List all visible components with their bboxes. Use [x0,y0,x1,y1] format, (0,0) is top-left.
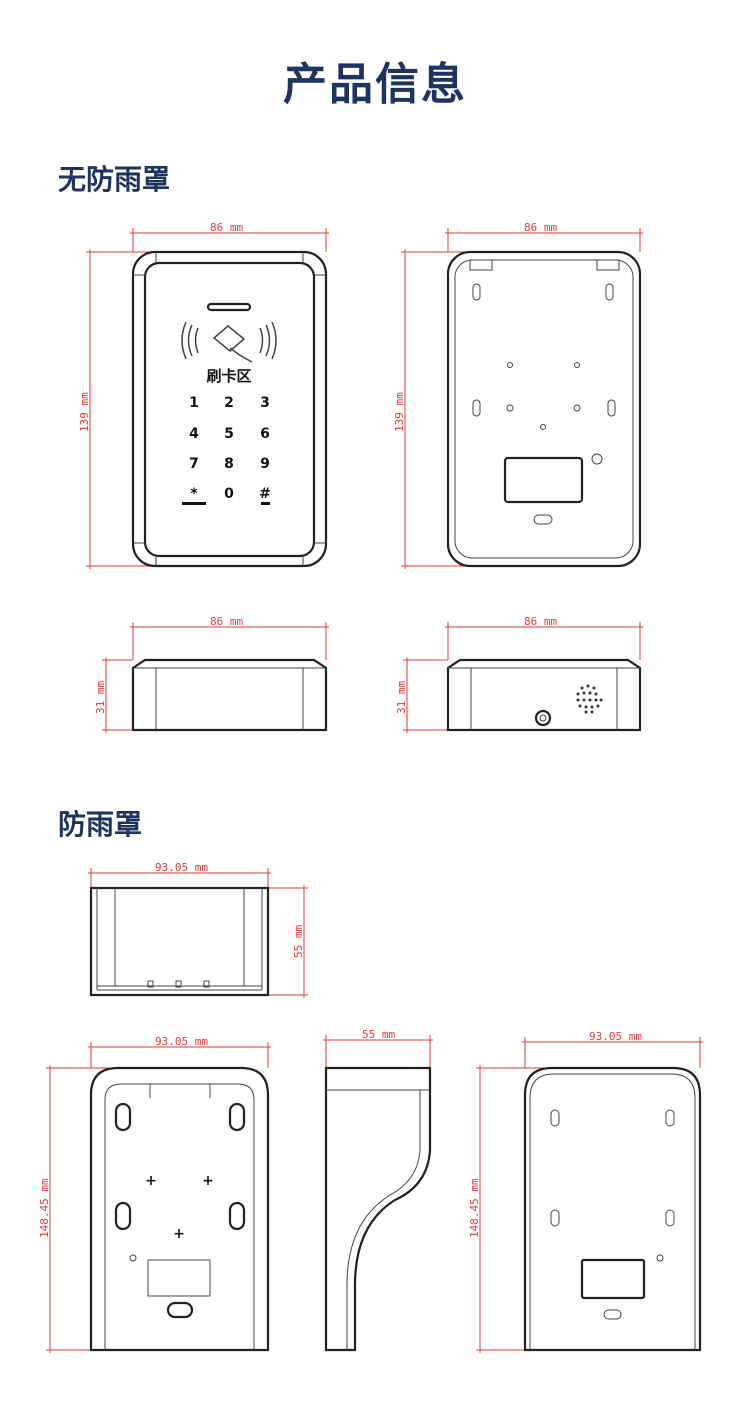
key-0: 0 [224,486,234,502]
key-6: 6 [260,426,270,442]
side-view-left: 86 mm 31 mm [94,615,329,733]
dim-depth-label: 31 mm [94,681,107,714]
svg-text:+: + [145,1173,157,1189]
dim-cover-depth-label: 55 mm [292,925,305,958]
cover-inner-view: 93.05 mm 148.45 mm + + + [38,1035,271,1353]
side-view-right: 86 mm 31 mm [395,615,643,733]
svg-text:+: + [202,1173,214,1189]
dim-cover-depth-label: 55 mm [362,1028,395,1041]
card-area-label: 刷卡区 [206,367,251,385]
svg-text:+: + [173,1226,185,1242]
key-1: 1 [189,395,199,411]
key-8: 8 [224,456,234,472]
key-9: 9 [260,456,270,472]
dim-height-label: 139 mm [393,392,406,432]
dim-width-label: 86 mm [524,221,557,234]
dim-cover-width-label: 93.05 mm [155,1035,208,1048]
section-title-no-cover: 无防雨罩 [58,163,171,196]
dim-width-label: 86 mm [210,615,243,628]
key-star: * [190,486,198,502]
dim-width-label: 86 mm [524,615,557,628]
dim-cover-width-label: 93.05 mm [589,1030,642,1043]
speaker-holes-icon [576,684,603,714]
back-window [503,456,584,504]
page-title: 产品信息 [283,59,467,110]
dim-depth-label: 31 mm [395,681,408,714]
cover-side-view: 55 mm [323,1028,433,1352]
section-title-cover: 防雨罩 [58,808,143,841]
key-5: 5 [224,426,234,442]
indicator-slot [206,302,252,312]
key-hash: # [259,486,271,502]
back-view: 86 mm 139 mm [393,221,643,569]
key-7: 7 [189,456,199,472]
keypad: 1 2 3 4 5 6 7 8 9 * 0 # [182,395,271,505]
key-4: 4 [189,426,199,442]
nfc-icon [181,321,277,363]
front-view: 86 mm 139 mm 刷卡区 1 2 3 4 5 6 7 8 9 * 0 [78,221,329,569]
cover-top-view: 93.05 mm 55 mm [88,861,308,998]
dim-width-label: 86 mm [210,221,243,234]
cover-front-view: 93.05 mm 148.45 mm [468,1030,703,1353]
dim-cover-height-label: 148.45 mm [38,1178,51,1238]
dim-cover-height-label: 148.45 mm [468,1178,481,1238]
key-2: 2 [224,395,234,411]
key-3: 3 [260,395,270,411]
dim-height-label: 139 mm [78,392,91,432]
dim-cover-width-label: 93.05 mm [155,861,208,874]
